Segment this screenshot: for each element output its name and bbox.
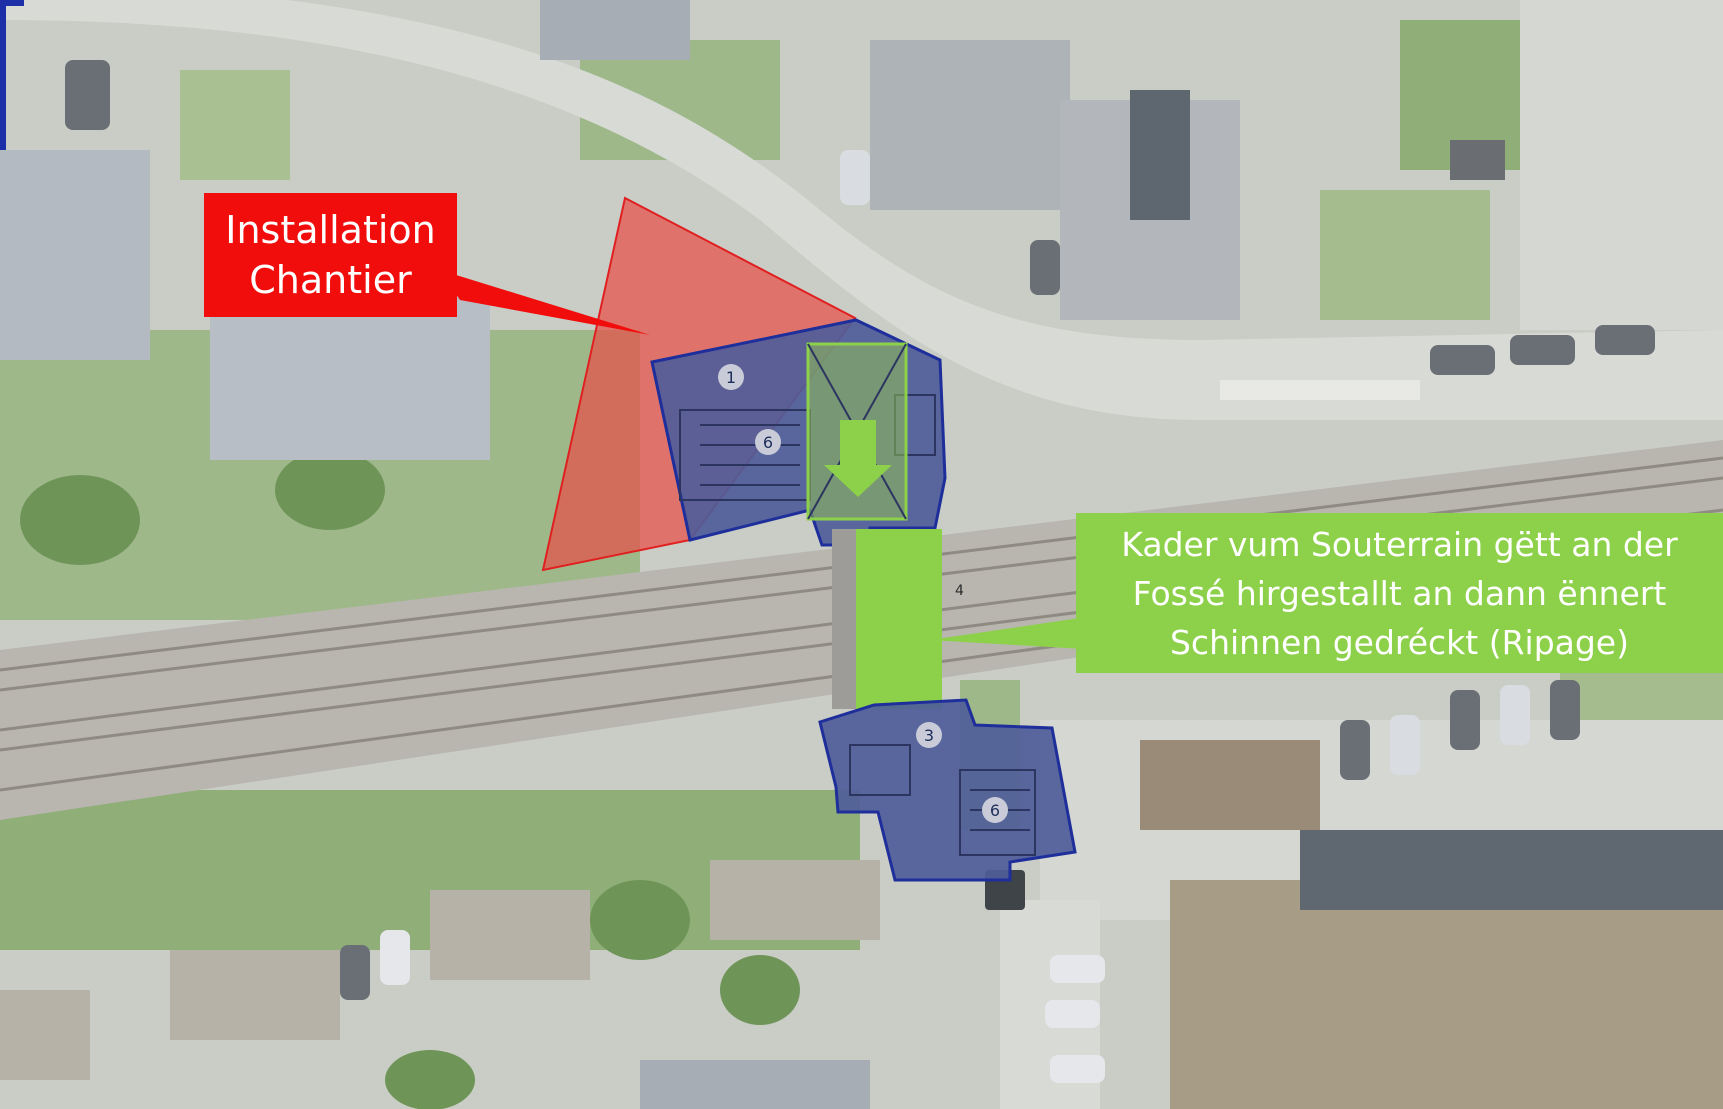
marker-north-6: 6 — [755, 429, 781, 455]
corner-mark-horizontal — [0, 0, 24, 6]
ripage-line-1: Kader vum Souterrain gëtt an der — [1121, 524, 1678, 564]
green-callout-pointer — [930, 615, 1100, 650]
site-installation-line-2: Chantier — [249, 258, 412, 302]
site-installation-line-1: Installation — [225, 208, 436, 252]
red-callout-pointer — [440, 270, 650, 335]
ripage-line-2: Fossé hirgestallt an dann ënnert — [1132, 573, 1667, 613]
marker-north-6-label: 6 — [763, 433, 773, 452]
marker-south-3: 3 — [916, 722, 942, 748]
marker-south-3-label: 3 — [924, 726, 934, 745]
site-installation-callout: Installation Chantier — [204, 193, 457, 317]
marker-south-6: 6 — [982, 797, 1008, 823]
track-marker-4: 4 — [955, 583, 964, 599]
ripage-callout: Kader vum Souterrain gëtt an der Fossé h… — [1076, 513, 1723, 673]
marker-south-6-label: 6 — [990, 801, 1000, 820]
parked-cars — [65, 60, 1655, 1083]
marker-north-1-label: 1 — [726, 368, 736, 387]
corner-mark-vertical — [0, 0, 6, 150]
marker-north-1: 1 — [718, 364, 744, 390]
push-direction-arrow-icon — [824, 420, 892, 497]
ripage-line-3: Schinnen gedréckt (Ripage) — [1169, 622, 1629, 662]
souterrain-frame — [856, 529, 942, 709]
